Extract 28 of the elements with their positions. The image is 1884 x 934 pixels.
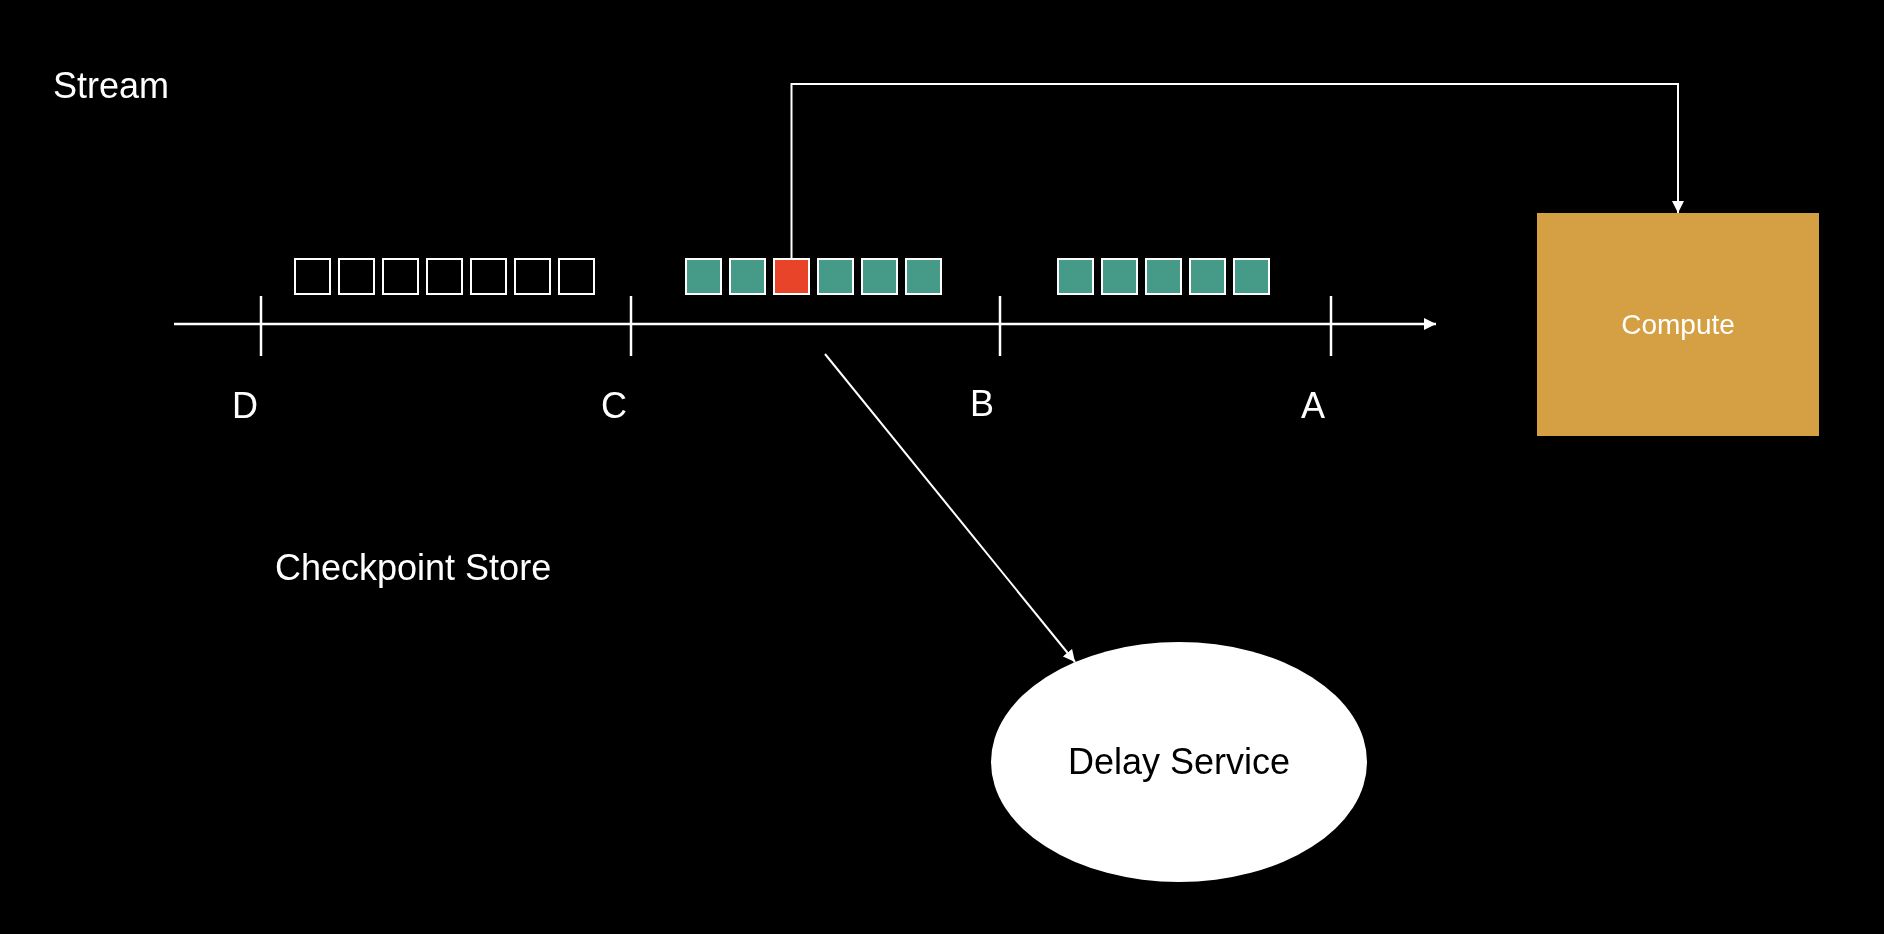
processed-slot (1189, 258, 1226, 295)
empty-slot (514, 258, 551, 295)
empty-slot (382, 258, 419, 295)
processed-slot (729, 258, 766, 295)
processed-slot (685, 258, 722, 295)
arrow (790, 83, 1684, 259)
empty-slot (294, 258, 331, 295)
highlighted-slot (773, 258, 810, 295)
empty-slot (558, 258, 595, 295)
processed-slot (1233, 258, 1270, 295)
store-label: Checkpoint Store (275, 550, 552, 586)
axis-label: B (970, 386, 994, 422)
stream-title: Stream (53, 68, 170, 104)
service-ellipse: Delay Service (991, 642, 1367, 882)
axis-label: C (601, 388, 627, 424)
empty-slot (338, 258, 375, 295)
empty-slot (470, 258, 507, 295)
processed-slot (1101, 258, 1138, 295)
processed-slot (1057, 258, 1094, 295)
axis-label: D (232, 388, 258, 424)
processed-slot (905, 258, 942, 295)
axis-label: A (1301, 388, 1325, 424)
processed-slot (861, 258, 898, 295)
arrow (824, 353, 1076, 663)
empty-slot (426, 258, 463, 295)
processed-slot (1145, 258, 1182, 295)
processed-slot (817, 258, 854, 295)
compute-box: Compute (1537, 213, 1819, 436)
